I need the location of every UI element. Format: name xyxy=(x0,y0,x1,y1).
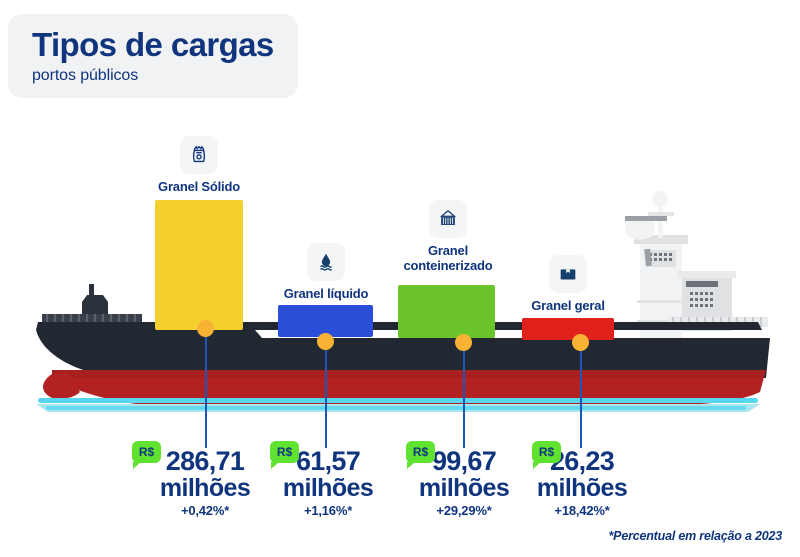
value-block-granel-solido: R$ 286,71 milhões +0,42%* xyxy=(125,441,285,519)
connector-stem-3 xyxy=(463,345,465,448)
liquid-drop-icon xyxy=(307,243,345,281)
connector-dot-3 xyxy=(455,334,472,351)
value-unit: milhões xyxy=(536,474,628,502)
value-percent: +0,42%* xyxy=(180,503,230,519)
currency-badge: R$ xyxy=(532,441,561,469)
category-label: Granel líquido xyxy=(283,286,369,301)
ship-bow-deckhouse xyxy=(82,284,108,314)
category-label: Granel Sólido xyxy=(158,179,240,194)
value-unit: milhões xyxy=(282,474,374,502)
page-subtitle: portos públicos xyxy=(32,66,139,84)
currency-badge: R$ xyxy=(406,441,435,469)
currency-badge: R$ xyxy=(270,441,299,469)
ship-bow-railing xyxy=(42,314,142,323)
bar-granel-conteinerizado xyxy=(398,285,495,338)
currency-badge: R$ xyxy=(132,441,161,469)
category-granel-liquido: Granel líquido xyxy=(256,243,396,302)
bar-granel-geral xyxy=(522,318,614,340)
value-amount: 61,57 xyxy=(295,446,361,476)
value-amount: 26,23 xyxy=(549,446,615,476)
category-granel-conteinerizado: Granel conteinerizado xyxy=(378,200,518,273)
value-block-granel-conteinerizado: R$ 99,67 milhões +29,29%* xyxy=(384,441,544,519)
footnote: *Percentual em relação a 2023 xyxy=(608,529,783,543)
connector-dot-2 xyxy=(317,333,334,350)
value-percent: +1,16%* xyxy=(303,503,353,519)
value-percent: +29,29%* xyxy=(436,503,492,519)
category-label: Granel geral xyxy=(531,298,605,313)
value-block-granel-liquido: R$ 61,57 milhões +1,16%* xyxy=(248,441,408,519)
connector-dot-4 xyxy=(572,334,589,351)
ship-stern-railing xyxy=(668,317,768,327)
bar-granel-solido xyxy=(155,200,243,330)
connector-stem-4 xyxy=(580,345,582,448)
value-unit: milhões xyxy=(159,474,251,502)
connector-stem-1 xyxy=(205,330,207,448)
page-title: Tipos de cargas xyxy=(32,26,274,63)
value-amount: 286,71 xyxy=(165,446,245,476)
title-card: Tipos de cargas portos públicos xyxy=(8,14,298,98)
category-granel-solido: Granel Sólido xyxy=(129,136,269,195)
ship-superstructure xyxy=(625,191,736,378)
value-unit: milhões xyxy=(418,474,510,502)
water-lines xyxy=(36,398,760,412)
bar-granel-liquido xyxy=(278,305,373,337)
category-granel-geral: Granel geral xyxy=(498,255,638,314)
grain-sack-icon xyxy=(180,136,218,174)
container-icon xyxy=(429,200,467,238)
value-block-granel-geral: R$ 26,23 milhões +18,42%* xyxy=(502,441,662,519)
ship-hull-red xyxy=(52,370,766,406)
value-percent: +18,42%* xyxy=(554,503,610,519)
box-icon xyxy=(549,255,587,293)
category-label: Granel conteinerizado xyxy=(403,243,493,273)
value-amount: 99,67 xyxy=(431,446,497,476)
connector-dot-1 xyxy=(197,320,214,337)
connector-stem-2 xyxy=(325,343,327,448)
